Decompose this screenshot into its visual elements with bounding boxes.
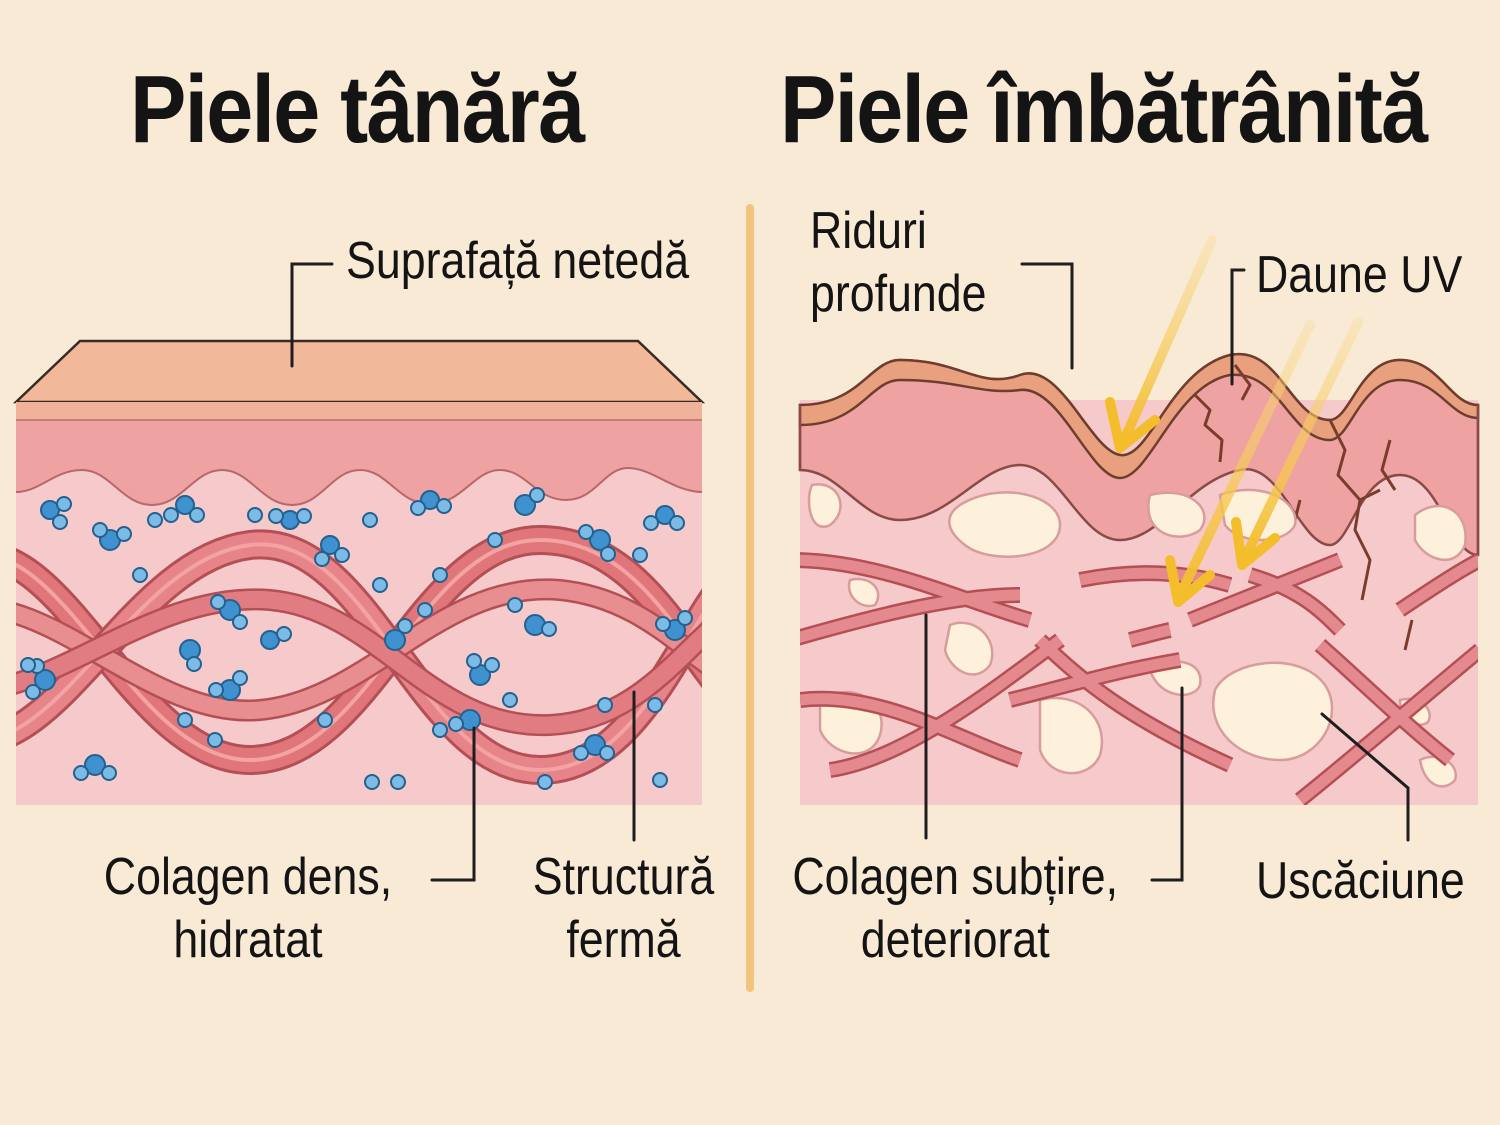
dry-patches	[807, 483, 1467, 788]
dense-collagen-label-line2: hidratat	[173, 911, 323, 969]
leader-uv-damage	[1230, 268, 1246, 386]
leader-smooth-surface	[290, 262, 334, 368]
aged-skin-title: Piele îmbătrânită	[780, 56, 1428, 163]
wrinkle-cracks	[1193, 364, 1414, 651]
young-skin-title: Piele tânără	[130, 56, 585, 163]
young-skin-top-face	[12, 339, 706, 404]
deep-wrinkles-label-line2: profunde	[810, 265, 987, 323]
aged-skin-block	[798, 235, 1480, 805]
deep-wrinkles-label: Riduri profunde	[810, 200, 987, 326]
thin-collagen-label-line2: deteriorat	[860, 911, 1050, 969]
deep-wrinkles-label-line1: Riduri	[810, 202, 927, 260]
leader-deep-wrinkles	[1020, 262, 1074, 370]
dense-collagen-label-line1: Colagen dens,	[103, 848, 393, 906]
leader-dryness	[1320, 712, 1410, 842]
uv-rays	[1105, 235, 1363, 607]
uv-damage-label: Daune UV	[1256, 246, 1463, 304]
firm-structure-label: Structură fermă	[516, 846, 731, 972]
damaged-collagen-fibers	[800, 552, 1478, 805]
thin-collagen-label: Colagen subțire, deteriorat	[766, 846, 1144, 972]
young-skin-block	[12, 339, 706, 805]
smooth-surface-label: Suprafață netedă	[346, 232, 690, 290]
firm-structure-label-line2: fermă	[566, 911, 681, 969]
young-epidermis-layer	[16, 402, 702, 420]
leader-thin-collagen-right	[1150, 686, 1184, 882]
dryness-label: Uscăciune	[1256, 852, 1465, 910]
water-molecules	[20, 487, 693, 790]
leader-dense-collagen	[430, 726, 476, 882]
thin-collagen-label-line1: Colagen subțire,	[792, 848, 1119, 906]
dense-collagen-label: Colagen dens, hidratat	[76, 846, 420, 972]
firm-structure-label-line1: Structură	[532, 848, 715, 906]
